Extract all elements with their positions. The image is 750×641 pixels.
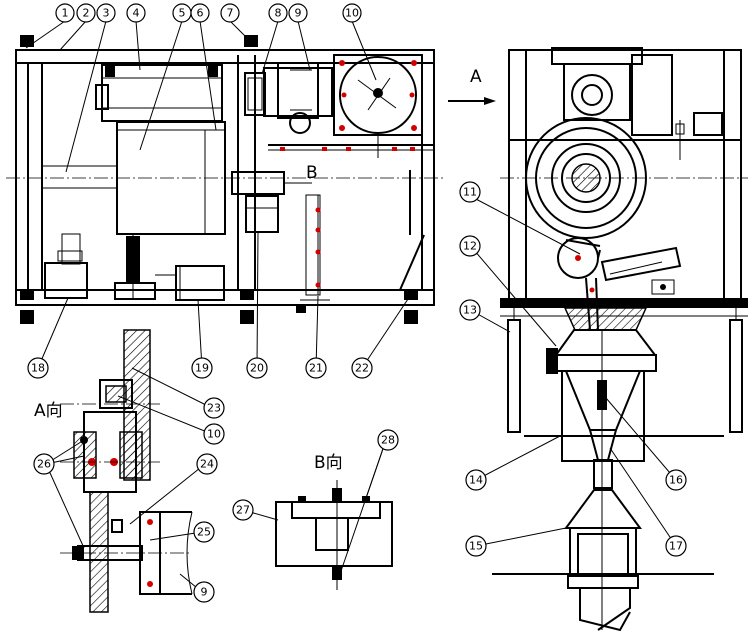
detail-view-a: A向: [34, 329, 193, 613]
balloon-10: 10: [342, 3, 362, 23]
svg-text:24: 24: [200, 458, 214, 471]
balloon-11: 11: [459, 181, 481, 203]
svg-text:6: 6: [197, 7, 204, 20]
svg-text:5: 5: [179, 7, 186, 20]
balloon-6: 6: [190, 3, 210, 23]
balloon-8: 8: [268, 3, 288, 23]
svg-text:7: 7: [227, 7, 234, 20]
svg-text:4: 4: [133, 7, 140, 20]
balloon-22: 22: [351, 357, 373, 379]
svg-text:9: 9: [201, 586, 208, 599]
svg-text:22: 22: [355, 362, 369, 375]
svg-text:27: 27: [236, 504, 250, 517]
svg-text:16: 16: [669, 474, 683, 487]
svg-text:25: 25: [197, 526, 211, 539]
leader-lines: [25, 20, 677, 593]
svg-text:17: 17: [669, 540, 683, 553]
balloon-4: 4: [126, 3, 146, 23]
view-arrow-b: B: [306, 163, 318, 183]
svg-text:12: 12: [463, 240, 477, 253]
detail-view-b: B向: [275, 453, 393, 590]
svg-text:15: 15: [469, 540, 483, 553]
balloon-9-detail: 9: [193, 581, 215, 603]
view-b-title: B向: [314, 453, 343, 473]
balloon-20: 20: [246, 357, 268, 379]
balloon-3: 3: [96, 3, 116, 23]
svg-text:9: 9: [295, 7, 302, 20]
part-balloons: 1 2 3 4 5 6 7 8 9 10 11 12 13 14 15 16 1…: [27, 3, 687, 603]
view-arrow-a: A: [448, 67, 496, 105]
balloon-9: 9: [288, 3, 308, 23]
balloon-14: 14: [465, 469, 487, 491]
svg-text:1: 1: [62, 7, 69, 20]
svg-text:26: 26: [37, 458, 51, 471]
balloon-7: 7: [220, 3, 240, 23]
view-a-title: A向: [34, 401, 63, 421]
balloon-18: 18: [27, 357, 49, 379]
svg-text:14: 14: [469, 474, 483, 487]
balloon-26: 26: [33, 453, 55, 475]
svg-text:13: 13: [463, 304, 477, 317]
balloon-19: 19: [191, 357, 213, 379]
view-arrow-b-label: B: [306, 163, 318, 183]
svg-text:2: 2: [83, 7, 90, 20]
balloon-5: 5: [172, 3, 192, 23]
svg-text:3: 3: [103, 7, 110, 20]
svg-text:18: 18: [31, 362, 45, 375]
svg-text:21: 21: [309, 362, 323, 375]
balloon-24: 24: [196, 453, 218, 475]
svg-text:11: 11: [463, 186, 477, 199]
balloon-10-detail: 10: [203, 423, 225, 445]
balloon-27: 27: [232, 499, 254, 521]
svg-text:8: 8: [275, 7, 282, 20]
svg-text:10: 10: [345, 7, 359, 20]
balloon-23: 23: [203, 397, 225, 419]
balloon-12: 12: [459, 235, 481, 257]
balloon-16: 16: [665, 469, 687, 491]
svg-text:23: 23: [207, 402, 221, 415]
balloon-1: 1: [55, 3, 75, 23]
side-view: [492, 47, 748, 632]
svg-text:10: 10: [207, 428, 221, 441]
balloon-17: 17: [665, 535, 687, 557]
view-arrow-a-label: A: [470, 67, 482, 87]
front-view: [6, 35, 445, 324]
balloon-13: 13: [459, 299, 481, 321]
balloon-28: 28: [377, 429, 399, 451]
balloon-15: 15: [465, 535, 487, 557]
svg-text:20: 20: [250, 362, 264, 375]
balloon-21: 21: [305, 357, 327, 379]
balloon-2: 2: [76, 3, 96, 23]
balloon-25: 25: [193, 521, 215, 543]
svg-text:19: 19: [195, 362, 209, 375]
svg-text:28: 28: [381, 434, 395, 447]
